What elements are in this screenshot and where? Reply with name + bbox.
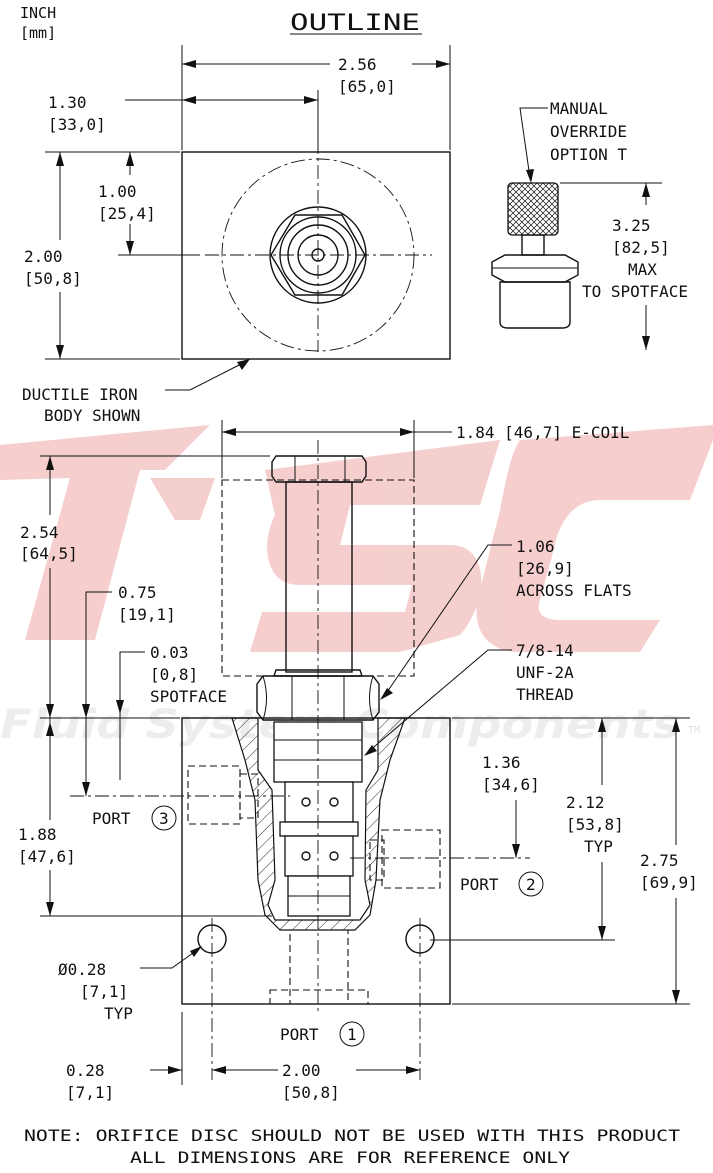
port-3-label: PORT xyxy=(92,809,131,828)
port-1-number: 1 xyxy=(347,1025,357,1044)
thread-size: 7/8-14 xyxy=(516,641,574,660)
top-half-width-mm: [33,0] xyxy=(48,115,106,134)
top-half-height-in: 1.00 xyxy=(98,182,137,201)
override-dim-max: MAX xyxy=(628,260,657,279)
port2-typ-mm: [53,8] xyxy=(566,815,624,834)
override-dim-mm: [82,5] xyxy=(612,238,670,257)
top-half-height-mm: [25,4] xyxy=(98,204,156,223)
override-label-1: MANUAL xyxy=(550,99,608,118)
override-label-2: OVERRIDE xyxy=(550,122,627,141)
override-dim-ref: TO SPOTFACE xyxy=(582,282,688,301)
cavity-mm: [47,6] xyxy=(18,847,76,866)
body-note-2: BODY SHOWN xyxy=(44,406,140,425)
port-1-label: PORT xyxy=(280,1025,319,1044)
port3-depth-mm: [19,1] xyxy=(118,605,176,624)
coil-dim: 1.84 [46,7] E-COIL xyxy=(456,423,629,442)
port2-depth-in: 1.36 xyxy=(482,753,521,772)
body-height-in: 2.75 xyxy=(640,851,679,870)
spotface-mm: [0,8] xyxy=(150,665,198,684)
override-dim-in: 3.25 xyxy=(612,216,651,235)
spotface-in: 0.03 xyxy=(150,643,189,662)
top-half-width-in: 1.30 xyxy=(48,93,87,112)
watermark-tm: TM xyxy=(688,725,700,736)
mount-hole-mm: [7,1] xyxy=(80,982,128,1001)
spacing-in: 2.00 xyxy=(282,1061,321,1080)
flats-mm: [26,9] xyxy=(516,559,574,578)
top-view: 2.56 [65,0] 1.30 [33,0] 2.00 [50,8] 1.00… xyxy=(22,45,451,425)
body-note-1: DUCTILE IRON xyxy=(22,385,138,404)
top-width-mm: [65,0] xyxy=(338,77,396,96)
mount-hole-typ: TYP xyxy=(104,1004,133,1023)
unit-mm: [mm] xyxy=(20,24,56,42)
port2-typ-in: 2.12 xyxy=(566,793,605,812)
manual-override-view: MANUAL OVERRIDE OPTION T 3.25 [82,5] MAX… xyxy=(491,99,688,350)
front-height-in: 2.54 xyxy=(20,523,59,542)
body-height-mm: [69,9] xyxy=(640,873,698,892)
flats-in: 1.06 xyxy=(516,537,555,556)
port3-depth-in: 0.75 xyxy=(118,583,157,602)
port-2-label: PORT xyxy=(460,875,499,894)
flats-note: ACROSS FLATS xyxy=(516,581,632,600)
edge-in: 0.28 xyxy=(66,1061,105,1080)
mount-hole-dia: Ø0.28 xyxy=(58,960,106,979)
port2-depth-mm: [34,6] xyxy=(482,775,540,794)
thread-spec: UNF-2A xyxy=(516,663,574,682)
unit-inch: INCH xyxy=(20,4,56,22)
note-line-1: NOTE: ORIFICE DISC SHOULD NOT BE USED WI… xyxy=(24,1126,680,1145)
top-height-mm: [50,8] xyxy=(24,269,82,288)
spacing-mm: [50,8] xyxy=(282,1083,340,1102)
port-3-number: 3 xyxy=(159,809,169,828)
drawing-title: OUTLINE xyxy=(290,11,420,36)
note-line-2: ALL DIMENSIONS ARE FOR REFERENCE ONLY xyxy=(130,1148,570,1167)
cavity-in: 1.88 xyxy=(18,825,57,844)
top-width-in: 2.56 xyxy=(338,55,377,74)
thread-note: THREAD xyxy=(516,685,574,704)
port-2-number: 2 xyxy=(526,875,536,894)
top-height-in: 2.00 xyxy=(24,247,63,266)
port2-typ-typ: TYP xyxy=(584,837,613,856)
spotface-note: SPOTFACE xyxy=(150,687,227,706)
front-height-mm: [64,5] xyxy=(20,544,78,563)
override-label-3: OPTION T xyxy=(550,145,627,164)
edge-mm: [7,1] xyxy=(66,1083,114,1102)
front-view: 1.84 [46,7] E-COIL 2.54 [64,5] xyxy=(18,420,698,1102)
